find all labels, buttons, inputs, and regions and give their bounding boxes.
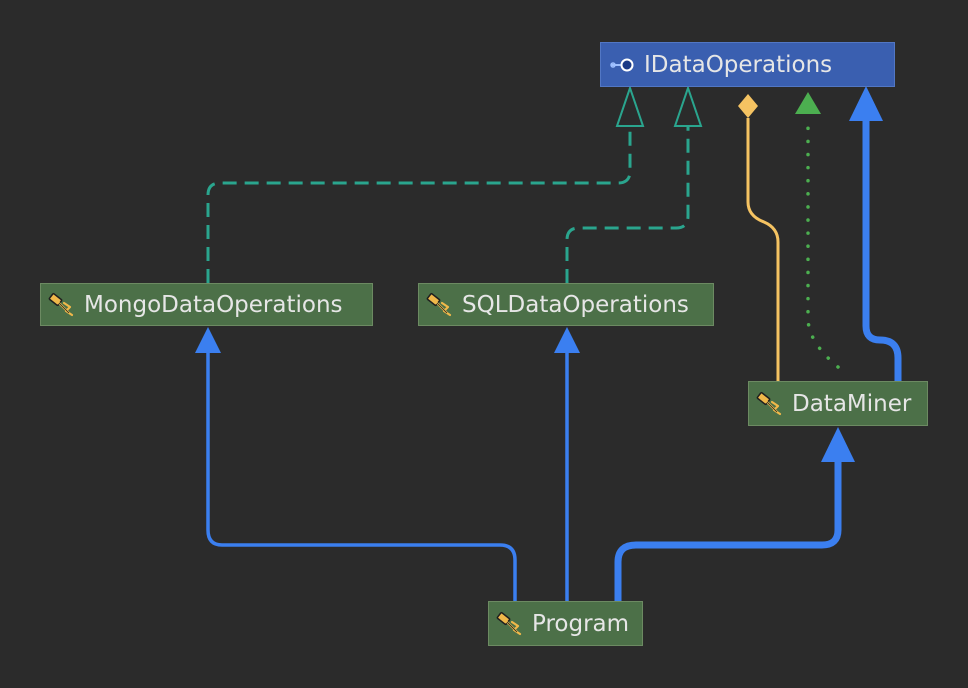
edge-program-sql-arrowhead bbox=[554, 327, 580, 353]
edge-program-dataminer-arrowhead bbox=[821, 427, 855, 462]
edge-sql-realization-arrowhead bbox=[673, 84, 703, 127]
node-label: IDataOperations bbox=[644, 51, 833, 78]
node-mongodataoperations[interactable]: MongoDataOperations bbox=[40, 283, 373, 326]
edge-program-mongo-arrowhead bbox=[195, 327, 221, 353]
edge-mongo-realizes-idataoperations[interactable] bbox=[206, 126, 632, 283]
node-idataoperations[interactable]: IDataOperations bbox=[600, 42, 895, 87]
class-icon bbox=[495, 609, 525, 639]
node-program[interactable]: Program bbox=[488, 601, 643, 646]
node-dataminer[interactable]: DataMiner bbox=[748, 381, 928, 426]
edge-dataminer-generalization-idataoperations[interactable] bbox=[806, 114, 840, 369]
edge-composition-diamond bbox=[738, 94, 758, 118]
node-label: Program bbox=[532, 610, 630, 637]
class-icon bbox=[755, 389, 785, 419]
class-icon bbox=[425, 290, 455, 320]
edge-sql-realizes-idataoperations[interactable] bbox=[565, 126, 690, 283]
node-label: SQLDataOperations bbox=[462, 291, 689, 318]
edge-generalization-arrowhead bbox=[795, 92, 821, 114]
node-sqldataoperations[interactable]: SQLDataOperations bbox=[418, 283, 714, 326]
edge-dataminer-association-arrowhead bbox=[849, 86, 883, 121]
edge-dataminer-composition-idataoperations[interactable] bbox=[746, 118, 780, 381]
node-label: DataMiner bbox=[792, 390, 912, 417]
node-label: MongoDataOperations bbox=[84, 291, 343, 318]
edge-mongo-realization-arrowhead bbox=[615, 84, 645, 127]
edge-program-uses-mongodataoperations[interactable] bbox=[206, 352, 517, 601]
class-icon bbox=[47, 290, 77, 320]
edge-program-uses-dataminer[interactable] bbox=[614, 460, 842, 601]
interface-icon bbox=[607, 50, 637, 80]
edge-dataminer-association-idataoperations[interactable] bbox=[862, 120, 902, 381]
